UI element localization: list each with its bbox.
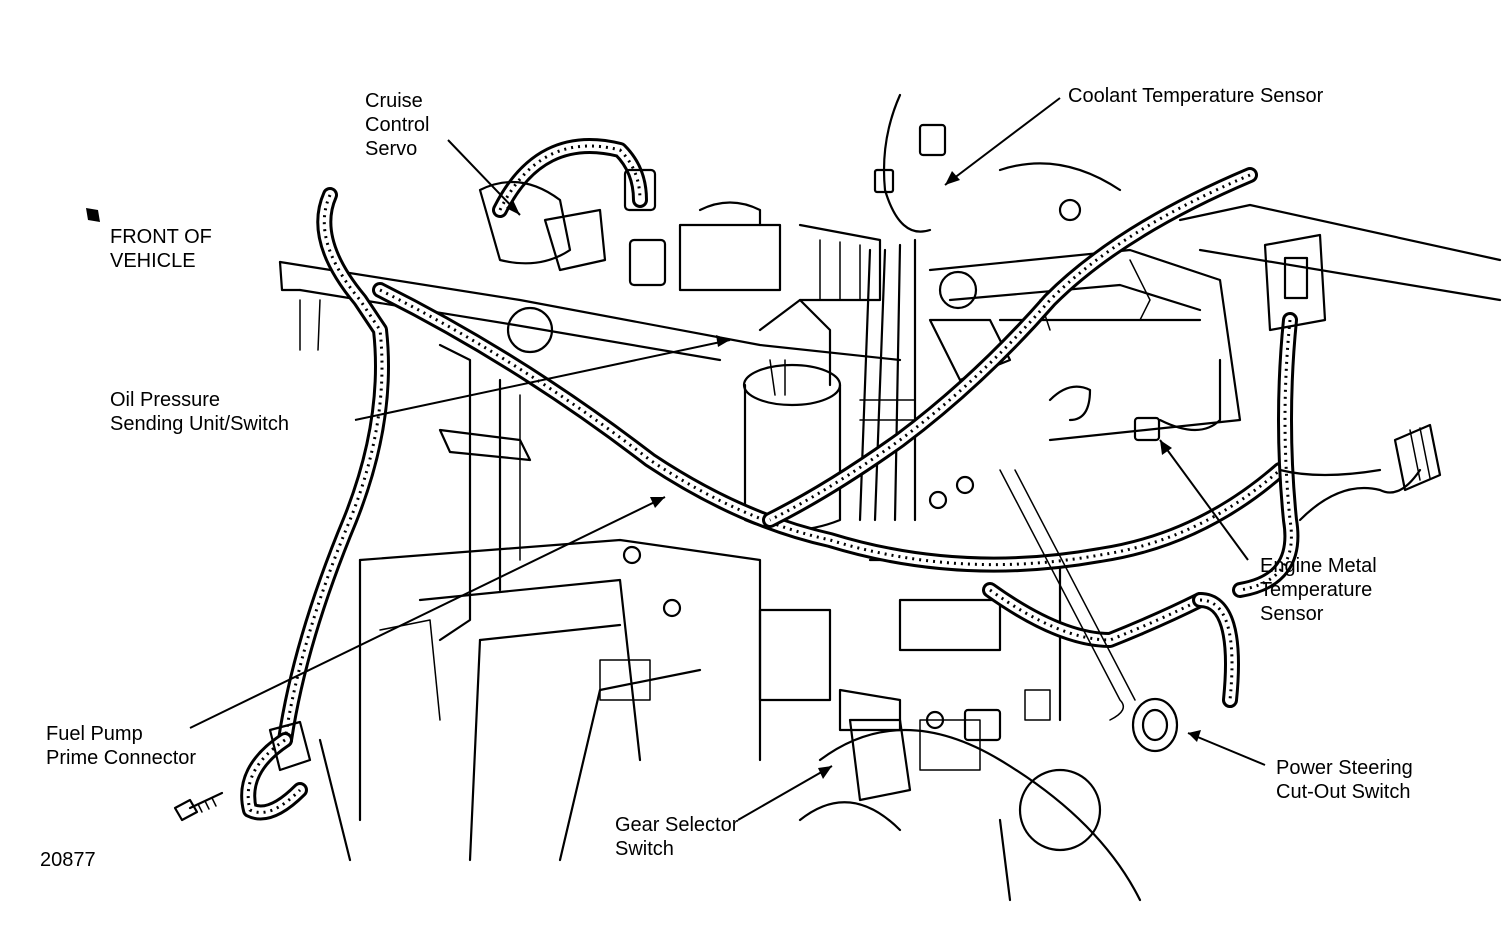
leader-coolant-temperature-sensor	[944, 97, 1061, 186]
front-of-vehicle-line2: VEHICLE	[110, 250, 196, 272]
engine-metal-temperature-sensor-label: Engine Metal Temperature Sensor	[1260, 554, 1377, 626]
fuel-pump-prime-connector-label: Fuel Pump Prime Connector	[46, 722, 196, 770]
front-of-vehicle-label: FRONT OF VEHICLE	[110, 225, 212, 273]
oil-pressure-sending-unit-line1: Oil Pressure	[110, 389, 221, 411]
cruise-control-servo-line2: Control	[365, 114, 430, 136]
engine-metal-temperature-sensor-line1: Engine Metal	[1260, 555, 1377, 577]
front-of-vehicle-arrow-icon	[86, 208, 100, 222]
leader-gear-selector-switch	[737, 765, 833, 821]
leader-lines	[189, 97, 1266, 821]
figure-number: 20877	[40, 849, 96, 871]
coolant-temperature-sensor-line1: Coolant Temperature Sensor	[1068, 85, 1324, 107]
engine-metal-temperature-sensor-line2: Temperature	[1260, 579, 1373, 601]
power-steering-cutout-switch-line1: Power Steering	[1276, 757, 1413, 779]
leader-fuel-pump-prime-connector	[189, 496, 666, 729]
fuel-pump-prime-connector-line2: Prime Connector	[46, 747, 197, 769]
wiring-harness	[240, 93, 1422, 821]
components	[173, 123, 1442, 822]
power-steering-cutout-switch-label: Power Steering Cut-Out Switch	[1276, 756, 1413, 804]
leader-power-steering-cutout-switch	[1187, 732, 1266, 766]
fuel-pump-prime-connector-line1: Fuel Pump	[46, 723, 143, 745]
coolant-temperature-sensor-label: Coolant Temperature Sensor	[1068, 84, 1323, 108]
oil-pressure-sending-unit-line2: Sending Unit/Switch	[110, 413, 289, 435]
leader-cruise-control-servo	[447, 139, 521, 216]
bolt-part	[173, 798, 199, 822]
cruise-control-servo-label: Cruise Control Servo	[365, 89, 429, 161]
gear-selector-switch-line1: Gear Selector	[615, 814, 739, 836]
leader-oil-pressure-sending-unit	[354, 339, 731, 421]
leader-engine-metal-temperature-sensor	[1159, 439, 1249, 561]
cruise-control-servo-line1: Cruise	[365, 90, 423, 112]
oil-pressure-sending-unit-label: Oil Pressure Sending Unit/Switch	[110, 388, 289, 436]
cruise-control-servo-line3: Servo	[365, 138, 418, 160]
gear-selector-switch-line2: Switch	[615, 838, 674, 860]
gear-selector-switch-label: Gear Selector Switch	[615, 813, 738, 861]
cruise-control-servo-body	[478, 180, 572, 265]
front-of-vehicle-line1: FRONT OF	[110, 226, 212, 248]
engine-metal-temperature-sensor-line3: Sensor	[1260, 603, 1324, 625]
power-steering-cutout-switch-line2: Cut-Out Switch	[1276, 781, 1411, 803]
